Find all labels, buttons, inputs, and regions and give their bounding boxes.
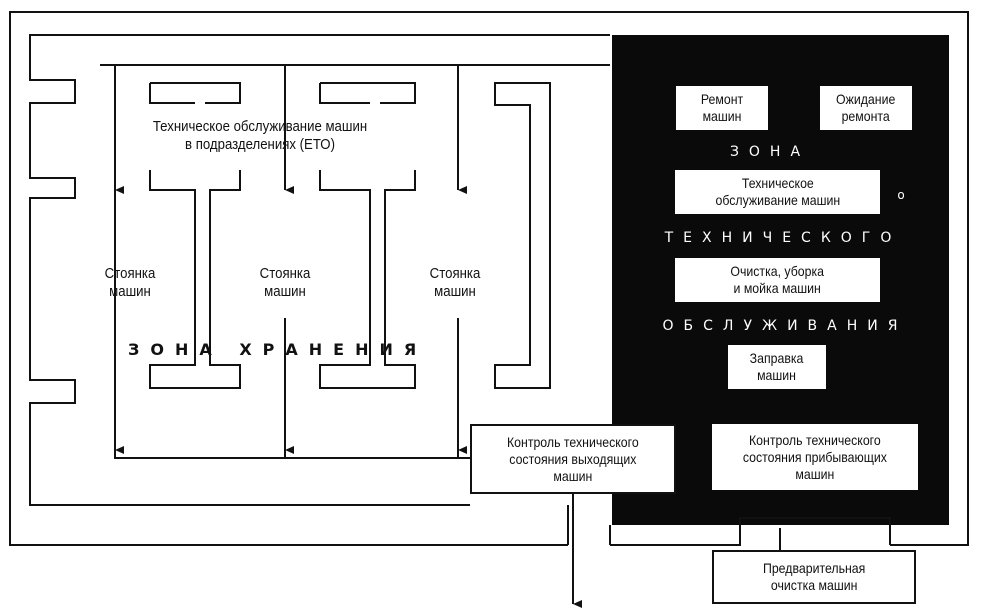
precleaning-box: Предварительная очистка машин <box>712 550 916 604</box>
eto-title: Техническое обслуживание машин в подразд… <box>152 118 368 153</box>
parking-label-3: Стоянка машин <box>429 265 481 300</box>
divider-3-top <box>494 82 551 389</box>
divider-1-top <box>150 82 241 104</box>
repair-box: Ремонт машин <box>676 86 768 130</box>
flow-column-1 <box>114 190 470 459</box>
outer-boundary <box>9 11 969 546</box>
inner-wall-left <box>29 34 610 506</box>
outgoing-control-box: Контроль технического состояния выходящи… <box>470 424 676 494</box>
cleaning-box: Очистка, уборка и мойка машин <box>675 258 880 302</box>
incoming-control-box: Контроль технического состояния прибываю… <box>712 424 918 490</box>
waiting-box: Ожидание ремонта <box>820 86 912 130</box>
zone-word-1: ЗОНА <box>729 144 811 160</box>
zone-word-3: ОБСЛУЖИВАНИЯ <box>662 318 908 334</box>
divider-2-top <box>320 82 416 104</box>
parking-label-2: Стоянка машин <box>259 265 311 300</box>
divider-1-mid <box>149 170 241 389</box>
service-box: Техническое обслуживание машин <box>675 170 880 214</box>
fueling-box: Заправка машин <box>728 345 826 389</box>
divider-2-mid <box>319 170 416 389</box>
zone-word-2: ТЕХНИЧЕСКОГО <box>664 230 902 246</box>
zone-mark: о <box>897 188 905 202</box>
parking-label-1: Стоянка машин <box>104 265 156 300</box>
precleaning-connector <box>739 517 891 545</box>
storage-zone-title: ЗОНА ХРАНЕНИЯ <box>128 340 428 359</box>
